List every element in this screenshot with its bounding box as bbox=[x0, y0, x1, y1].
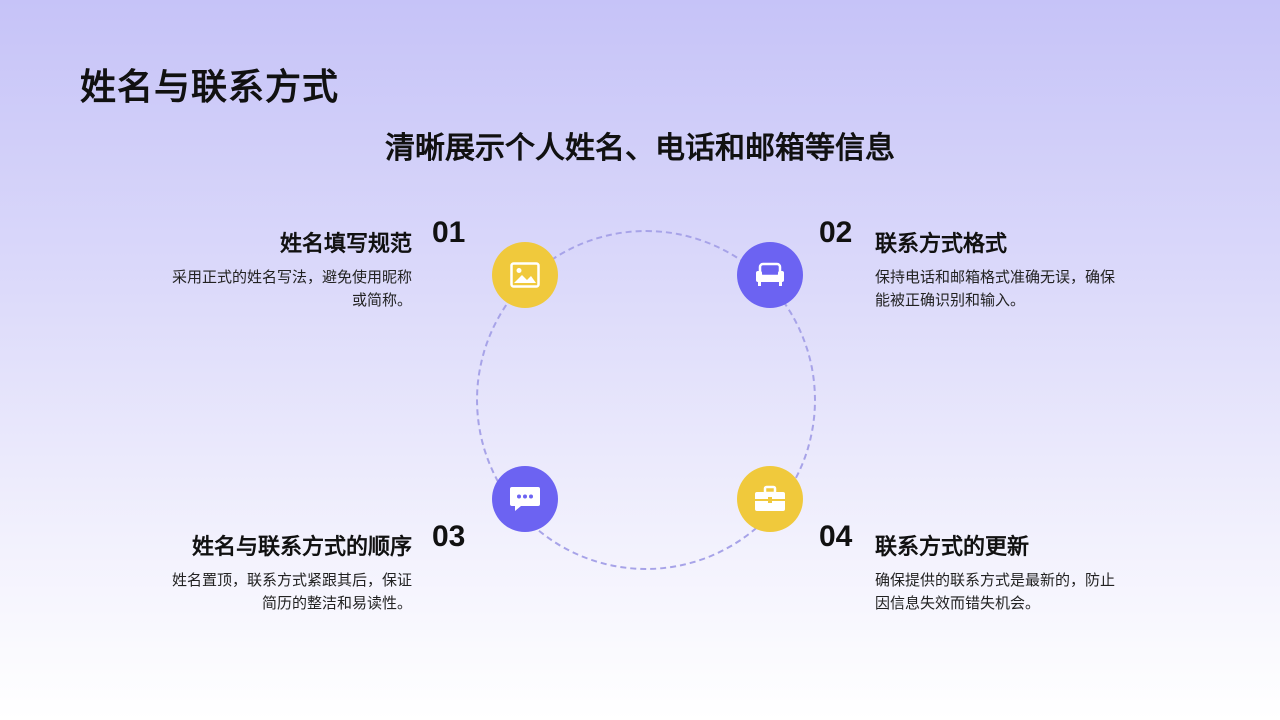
item-title: 联系方式格式 bbox=[875, 232, 1008, 257]
item-description-line: 或简称。 bbox=[351, 291, 412, 309]
item-title: 联系方式的更新 bbox=[875, 535, 1030, 560]
item-description: 确保提供的联系方式是最新的，防止 因信息失效而错失机会。 bbox=[875, 569, 1155, 615]
item-description-line: 能被正确识别和输入。 bbox=[875, 291, 1026, 309]
item-number: 01 bbox=[432, 216, 466, 249]
sofa-icon bbox=[756, 262, 784, 286]
item-description-line: 简历的整洁和易读性。 bbox=[261, 594, 412, 612]
item-number: 02 bbox=[819, 216, 853, 249]
item-description-line: 采用正式的姓名写法，避免使用昵称 bbox=[171, 268, 412, 286]
item-title: 姓名填写规范 bbox=[279, 232, 412, 257]
chat-icon bbox=[510, 487, 540, 511]
item-title: 姓名与联系方式的顺序 bbox=[191, 535, 412, 560]
item-description: 采用正式的姓名写法，避免使用昵称 或简称。 bbox=[132, 266, 412, 312]
node-02 bbox=[737, 242, 803, 308]
item-number: 04 bbox=[819, 520, 853, 553]
item-description: 保持电话和邮箱格式准确无误，确保 能被正确识别和输入。 bbox=[875, 266, 1155, 312]
image-icon bbox=[510, 262, 540, 288]
item-description: 姓名置顶，联系方式紧跟其后，保证 简历的整洁和易读性。 bbox=[132, 569, 412, 615]
item-description-line: 确保提供的联系方式是最新的，防止 bbox=[875, 571, 1116, 589]
page-subtitle: 清晰展示个人姓名、电话和邮箱等信息 bbox=[385, 131, 895, 166]
item-description-line: 姓名置顶，联系方式紧跟其后，保证 bbox=[171, 571, 412, 589]
node-03 bbox=[492, 466, 558, 532]
node-04 bbox=[737, 466, 803, 532]
item-description-line: 保持电话和邮箱格式准确无误，确保 bbox=[875, 268, 1116, 286]
dashed-ring bbox=[476, 230, 816, 570]
page-title: 姓名与联系方式 bbox=[80, 67, 340, 108]
node-01 bbox=[492, 242, 558, 308]
item-number: 03 bbox=[432, 520, 466, 553]
briefcase-icon bbox=[755, 485, 785, 511]
item-description-line: 因信息失效而错失机会。 bbox=[875, 594, 1041, 612]
